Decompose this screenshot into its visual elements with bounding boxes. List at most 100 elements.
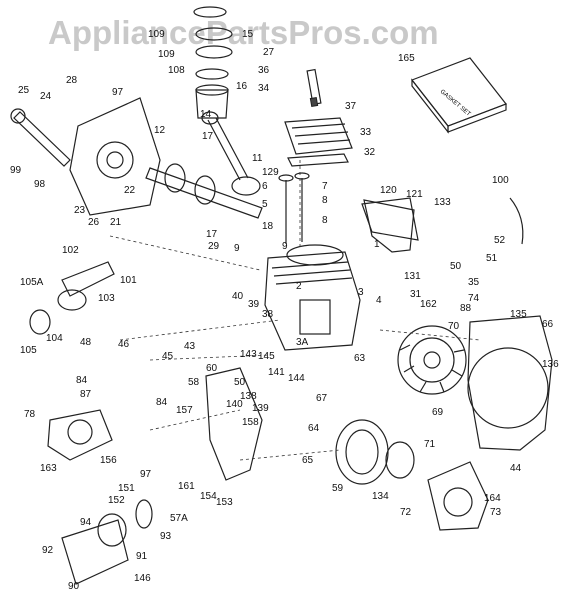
part-label: 156	[100, 455, 117, 466]
part-label: 17	[206, 229, 218, 240]
bracket	[361, 197, 419, 241]
part-label: 57A	[170, 513, 188, 524]
part-label: 16	[236, 81, 248, 92]
part-label: 28	[66, 75, 78, 86]
part-label: 21	[110, 217, 122, 228]
part-label: 63	[354, 353, 366, 364]
part-label: 8	[322, 215, 328, 226]
part-label: 24	[40, 91, 52, 102]
part-label: 157	[176, 405, 193, 416]
part-label: 37	[345, 101, 357, 112]
part-label: 44	[510, 463, 522, 474]
part-label: 88	[460, 303, 472, 314]
cable	[509, 197, 524, 245]
part-label: 129	[262, 167, 279, 178]
part-label: 87	[80, 389, 92, 400]
valves	[278, 172, 310, 244]
part-label: 105	[20, 345, 37, 356]
part-label: 140	[226, 399, 243, 410]
part-label: 3A	[296, 337, 309, 348]
part-label: 9	[282, 241, 288, 252]
part-label: 109	[148, 29, 165, 40]
part-label: 138	[240, 391, 257, 402]
part-label: 146	[134, 573, 151, 584]
part-label: 45	[162, 351, 174, 362]
blower-housing	[467, 315, 553, 451]
part-label: 15	[242, 29, 254, 40]
part-label: 102	[62, 245, 79, 256]
flywheel	[397, 325, 467, 395]
part-label: 162	[420, 299, 437, 310]
part-label: 26	[88, 217, 100, 228]
piston-assembly	[193, 6, 233, 119]
part-label: 48	[80, 337, 92, 348]
part-label: 133	[434, 197, 451, 208]
part-label: 135	[510, 309, 527, 320]
part-label: 91	[136, 551, 148, 562]
carburetor	[47, 409, 113, 461]
part-label: 17	[202, 131, 214, 142]
engine-block	[264, 244, 361, 351]
part-label: 39	[248, 299, 260, 310]
part-label: 50	[234, 377, 246, 388]
part-label: 164	[484, 493, 501, 504]
part-label: 73	[490, 507, 502, 518]
part-label: 36	[258, 65, 270, 76]
part-label: 4	[376, 295, 382, 306]
part-label: 50	[450, 261, 462, 272]
part-label: 78	[24, 409, 36, 420]
part-label: 139	[252, 403, 269, 414]
part-label: 70	[448, 321, 460, 332]
gasket-set-box	[411, 57, 507, 134]
part-label: 136	[542, 359, 559, 370]
part-label: 71	[424, 439, 436, 450]
air-intake	[61, 499, 153, 585]
part-label: 22	[124, 185, 136, 196]
part-label: 104	[46, 333, 63, 344]
part-label: 161	[178, 481, 195, 492]
guide-lines	[109, 160, 481, 461]
part-label: 43	[184, 341, 196, 352]
part-label: 64	[308, 423, 320, 434]
part-label: 25	[18, 85, 30, 96]
part-label: 38	[262, 309, 274, 320]
part-label: 97	[140, 469, 152, 480]
part-label: 143	[240, 349, 257, 360]
seal-ring	[335, 419, 415, 485]
part-label: 84	[76, 375, 88, 386]
part-label: 67	[316, 393, 328, 404]
part-label: 109	[158, 49, 175, 60]
part-label: 74	[468, 293, 480, 304]
part-label: 120	[380, 185, 397, 196]
part-label: 154	[200, 491, 217, 502]
part-label: 33	[360, 127, 372, 138]
part-label: 92	[42, 545, 54, 556]
part-label: 121	[406, 189, 423, 200]
part-label: 103	[98, 293, 115, 304]
cylinder-head	[284, 117, 353, 167]
part-label: 153	[216, 497, 233, 508]
crankcase-cover	[69, 97, 161, 216]
part-label: 6	[262, 181, 268, 192]
part-label: 60	[206, 363, 218, 374]
muffler	[29, 261, 115, 335]
part-label: 58	[188, 377, 200, 388]
part-label: 98	[34, 179, 46, 190]
part-label: 101	[120, 275, 137, 286]
part-label: 23	[74, 205, 86, 216]
crankshaft	[145, 163, 263, 219]
part-label: 158	[242, 417, 259, 428]
part-label: 131	[404, 271, 421, 282]
part-label: 14	[200, 109, 212, 120]
camshaft	[10, 108, 71, 167]
part-label: 99	[10, 165, 22, 176]
part-label: 152	[108, 495, 125, 506]
part-label: 40	[232, 291, 244, 302]
part-label: 165	[398, 53, 415, 64]
part-label: 97	[112, 87, 124, 98]
part-label: 163	[40, 463, 57, 474]
part-label: 3	[358, 287, 364, 298]
part-label: 18	[262, 221, 274, 232]
